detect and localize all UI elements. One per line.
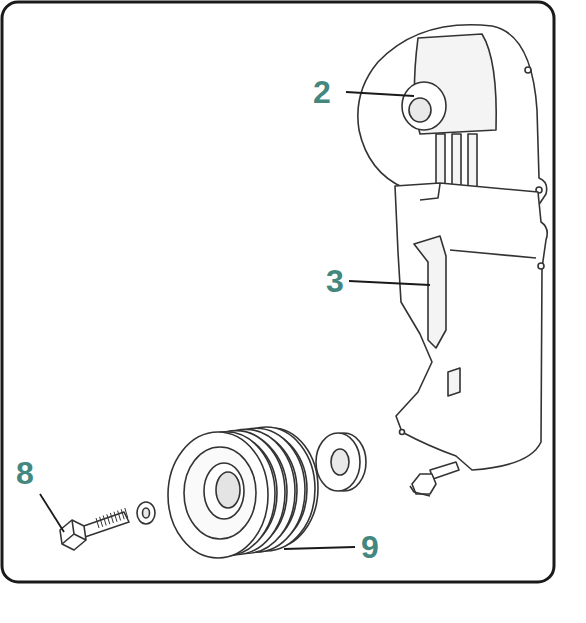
cover-bolt [410, 462, 459, 496]
leader-line [284, 547, 355, 549]
callout-number: 9 [361, 531, 379, 563]
leader-line [349, 281, 430, 285]
callout-number: 8 [16, 457, 34, 489]
pulley-bolt [60, 502, 155, 550]
pulley-web [184, 447, 256, 539]
leader-line [40, 494, 64, 532]
crank-pulley [168, 427, 318, 558]
leader-line [346, 92, 414, 96]
middle-cover [395, 183, 547, 470]
frame [2, 2, 554, 582]
spacer-washer [316, 433, 366, 491]
pulley-face [168, 432, 268, 558]
callout-number: 2 [313, 76, 331, 108]
callout-number: 3 [326, 265, 344, 297]
pulley-bore [216, 472, 240, 508]
pulley-hub [204, 463, 244, 519]
